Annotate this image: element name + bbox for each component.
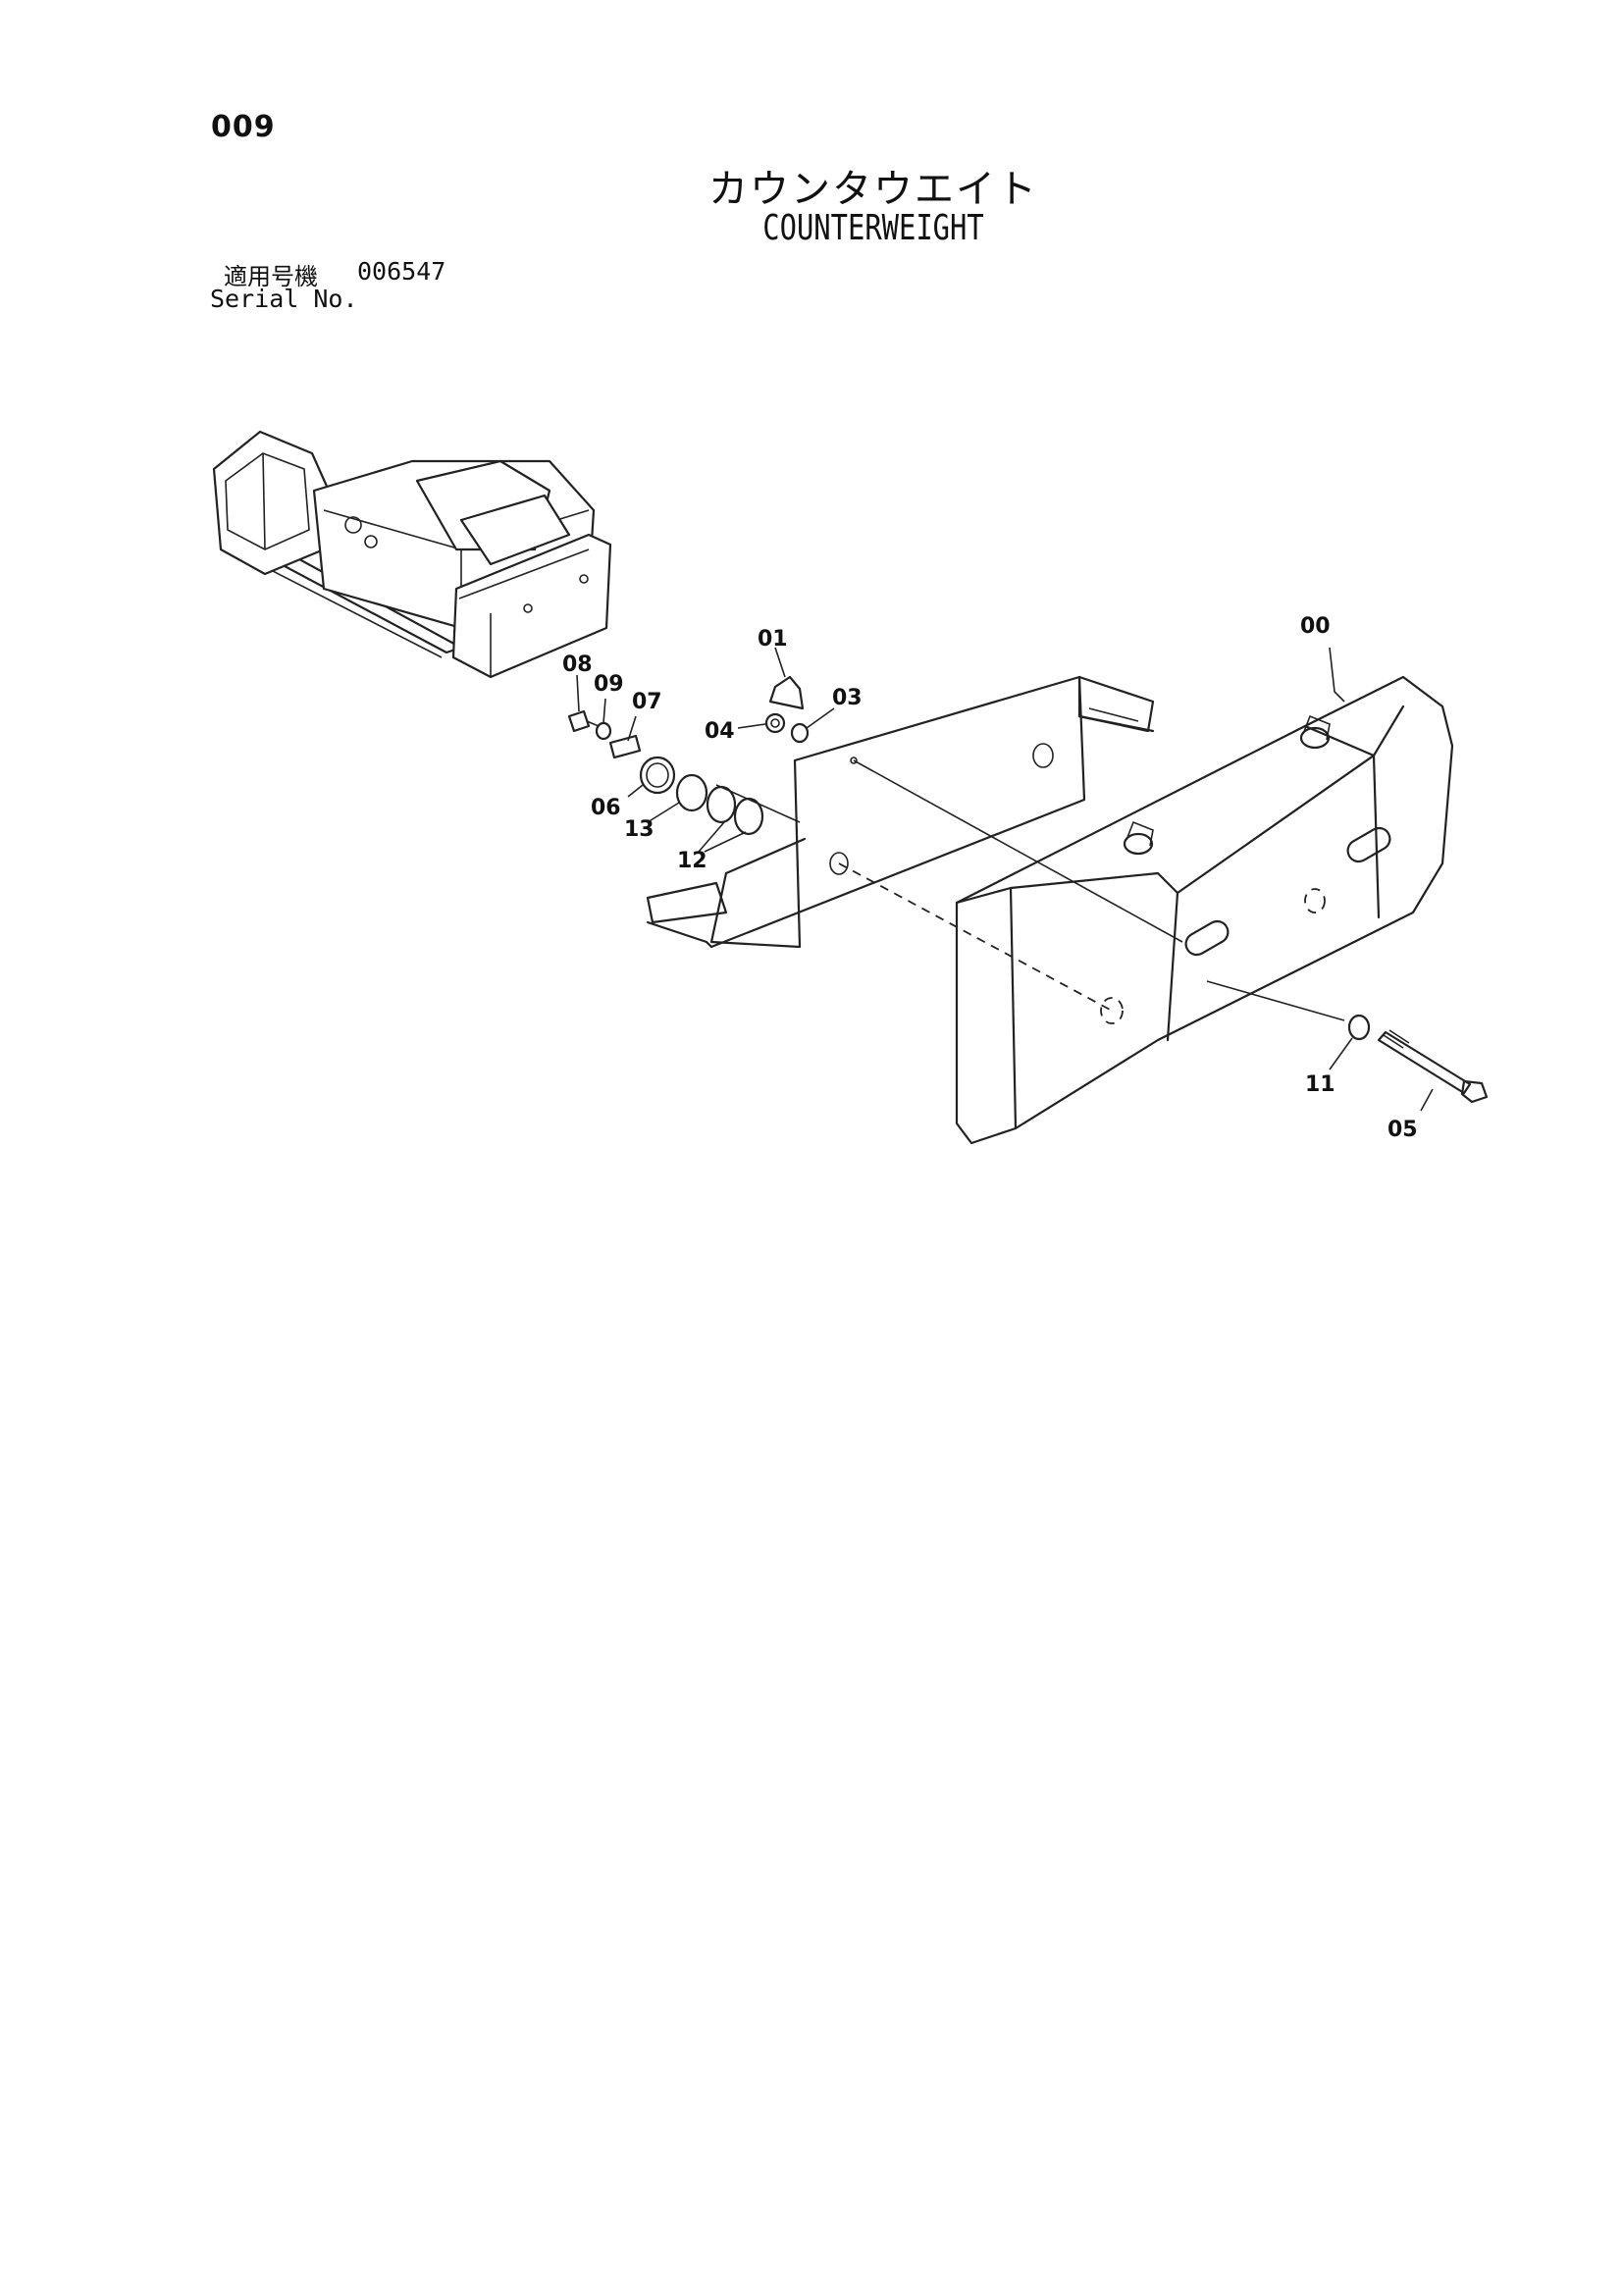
part-04-nut bbox=[764, 712, 786, 734]
assembly-line-lower bbox=[838, 862, 1113, 1012]
leader-07 bbox=[627, 715, 637, 742]
callout-07: 07 bbox=[632, 690, 662, 714]
callout-09: 09 bbox=[594, 672, 624, 697]
part-05-bolt bbox=[1377, 1029, 1489, 1104]
part-11-washer bbox=[1347, 1014, 1371, 1041]
part-01-clip bbox=[768, 675, 805, 710]
part-09-washer bbox=[595, 721, 612, 741]
leader-03 bbox=[806, 707, 835, 729]
part-12-shims bbox=[706, 785, 764, 836]
frame-bracket bbox=[646, 675, 1155, 949]
part-08-bolt bbox=[567, 709, 600, 733]
counterweight-part bbox=[955, 675, 1454, 1145]
callout-12: 12 bbox=[677, 849, 707, 873]
callout-11: 11 bbox=[1305, 1072, 1335, 1097]
leader-06 bbox=[627, 784, 644, 798]
leader-05 bbox=[1420, 1088, 1434, 1112]
callout-05: 05 bbox=[1387, 1118, 1418, 1142]
leader-04 bbox=[737, 723, 766, 729]
leader-13 bbox=[647, 802, 680, 823]
callout-03: 03 bbox=[832, 686, 863, 710]
callout-08: 08 bbox=[562, 652, 593, 677]
leader-08 bbox=[576, 674, 580, 712]
callout-13: 13 bbox=[624, 817, 654, 842]
leader-12 bbox=[698, 821, 747, 853]
serial-value: 006547 bbox=[357, 257, 446, 286]
callout-06: 06 bbox=[591, 796, 621, 820]
assembly-line-upper-b bbox=[1206, 980, 1345, 1021]
excavator-overview-illustration bbox=[212, 430, 612, 679]
leader-01 bbox=[774, 647, 786, 678]
callout-01: 01 bbox=[758, 627, 788, 652]
title-japanese: カウンタウエイト bbox=[708, 167, 1038, 212]
callout-04: 04 bbox=[705, 719, 735, 744]
title-english: COUNTERWEIGHT bbox=[762, 208, 984, 248]
leader-00 bbox=[1329, 647, 1345, 703]
callout-00: 00 bbox=[1300, 614, 1331, 639]
assembly-line-upper-a bbox=[853, 759, 1183, 943]
part-07-plate bbox=[608, 734, 642, 759]
part-06-shim bbox=[639, 756, 676, 795]
serial-label-english: Serial No. bbox=[210, 285, 358, 313]
part-03-washer bbox=[790, 722, 810, 744]
leader-09 bbox=[602, 698, 606, 724]
part-13-shim bbox=[675, 773, 708, 812]
page-number: 009 bbox=[211, 110, 276, 144]
serial-label-japanese: 適用号機 bbox=[224, 263, 318, 290]
leader-11 bbox=[1329, 1037, 1353, 1070]
